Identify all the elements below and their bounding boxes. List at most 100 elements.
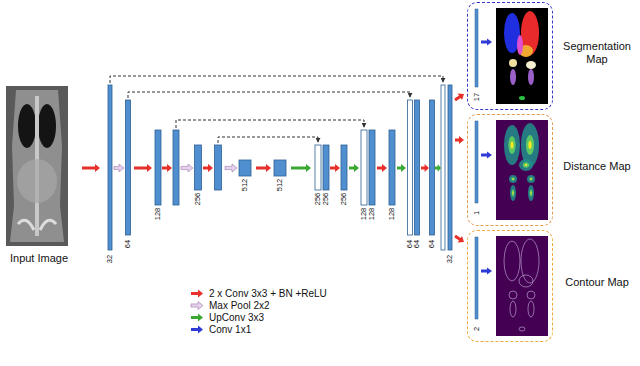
- node-illustration: [468, 231, 554, 343]
- channel-count: 128: [360, 208, 368, 221]
- channel-count: 2: [473, 327, 481, 331]
- feature-map-bar: [274, 160, 286, 176]
- feature-map-bar: [415, 100, 420, 235]
- skip-connection: [176, 120, 364, 128]
- channel-count: 32: [446, 255, 454, 263]
- legend-swatch: [191, 290, 203, 298]
- legend-text: UpConv 3x3: [209, 312, 264, 323]
- head-bar: [475, 121, 478, 203]
- skip-connection: [110, 76, 443, 83]
- feature-map-bar: [430, 100, 435, 235]
- channel-count: 256: [322, 193, 330, 206]
- legend-row: 2 x Conv 3x3 + BN +ReLU: [190, 288, 327, 299]
- legend-swatch: [191, 314, 203, 322]
- feature-map-bar: [195, 145, 202, 190]
- conv-arrow: [481, 39, 492, 46]
- legend-text: 2 x Conv 3x3 + BN +ReLU: [209, 288, 327, 299]
- channel-count: 64: [124, 240, 132, 248]
- output-arrow: [454, 235, 464, 243]
- channel-count: 64: [428, 240, 436, 248]
- operation-arrow: [82, 164, 100, 172]
- conv-arrow: [481, 268, 492, 275]
- legend-swatch-box: [190, 289, 204, 298]
- operation-arrow: [397, 164, 406, 172]
- conv-arrow: [481, 152, 492, 159]
- channel-count: 512: [241, 179, 249, 192]
- legend-row: UpConv 3x3: [190, 312, 264, 323]
- input-image: Input Image: [6, 86, 72, 246]
- feature-map-bar: [239, 160, 251, 176]
- ct-body: [10, 90, 64, 242]
- legend-swatch-box: [190, 313, 204, 322]
- operation-arrow: [377, 164, 387, 172]
- legend-text: Conv 1x1: [209, 324, 251, 335]
- operation-arrow: [330, 164, 340, 172]
- feature-map-bar: [369, 130, 375, 205]
- feature-map-bar: [441, 85, 445, 250]
- channel-count: 256: [194, 193, 202, 206]
- legend-swatch-box: [190, 325, 204, 334]
- operation-arrow: [256, 164, 271, 172]
- output-map: [496, 236, 548, 336]
- skip-connection: [128, 92, 410, 98]
- ct-pelvis: [18, 220, 56, 230]
- feature-map-bar: [341, 145, 347, 190]
- feature-map-bar: [126, 100, 131, 235]
- channel-count: 256: [314, 193, 322, 206]
- feature-map-bar: [155, 130, 161, 205]
- feature-map-bar: [448, 85, 452, 250]
- operation-arrow: [181, 164, 193, 172]
- channel-count: 128: [154, 208, 162, 221]
- head-bar: [475, 237, 478, 319]
- node-illustration: [468, 3, 554, 111]
- feature-map-bar: [173, 130, 179, 205]
- skip-connection: [218, 137, 318, 143]
- feature-map-bar: [389, 130, 395, 205]
- operation-arrow: [225, 164, 237, 172]
- legend-swatch: [191, 302, 203, 310]
- channel-count: 256: [340, 193, 348, 206]
- feature-map-bar: [108, 85, 112, 250]
- output-arrow: [455, 136, 464, 144]
- operation-arrow: [162, 164, 172, 172]
- channel-count: 32: [106, 255, 114, 263]
- output-map: [496, 120, 548, 220]
- head-bar: [475, 9, 478, 87]
- ct-lung: [38, 104, 56, 148]
- feature-map-bar: [323, 145, 329, 190]
- channel-count: 64: [413, 240, 421, 248]
- legend-row: Conv 1x1: [190, 324, 251, 335]
- feature-map-bar: [315, 145, 321, 190]
- node-illustration: [468, 115, 554, 227]
- legend-text: Max Pool 2x2: [209, 300, 270, 311]
- image-caption: Input Image: [10, 252, 68, 265]
- legend-swatch-box: [190, 301, 204, 310]
- ct-background: [6, 86, 68, 246]
- operation-arrow: [134, 164, 152, 172]
- output-head: Contour Map: [467, 230, 553, 342]
- ct-abdomen: [17, 159, 57, 203]
- output-map: [496, 8, 548, 104]
- feature-map-bar: [361, 130, 367, 205]
- head-title: Segmentation Map: [560, 40, 634, 66]
- operation-arrow: [291, 164, 311, 172]
- head-title: Contour Map: [560, 276, 634, 289]
- operation-arrow: [435, 164, 441, 172]
- feature-map-bar: [215, 145, 222, 190]
- operation-arrow: [203, 164, 213, 172]
- node-illustration: [6, 86, 72, 246]
- output-head: Distance Map: [467, 114, 553, 226]
- channel-count: 1: [473, 211, 481, 215]
- channel-count: 17: [473, 93, 481, 101]
- operation-arrow: [349, 164, 359, 172]
- legend-row: Max Pool 2x2: [190, 300, 270, 311]
- channel-count: 128: [368, 208, 376, 221]
- head-title: Distance Map: [560, 160, 634, 173]
- channel-count: 512: [276, 179, 284, 192]
- channel-count: 128: [388, 208, 396, 221]
- operation-arrow: [114, 164, 124, 172]
- operation-arrow: [421, 164, 429, 172]
- legend-swatch: [191, 326, 203, 334]
- feature-map-bar: [408, 100, 413, 235]
